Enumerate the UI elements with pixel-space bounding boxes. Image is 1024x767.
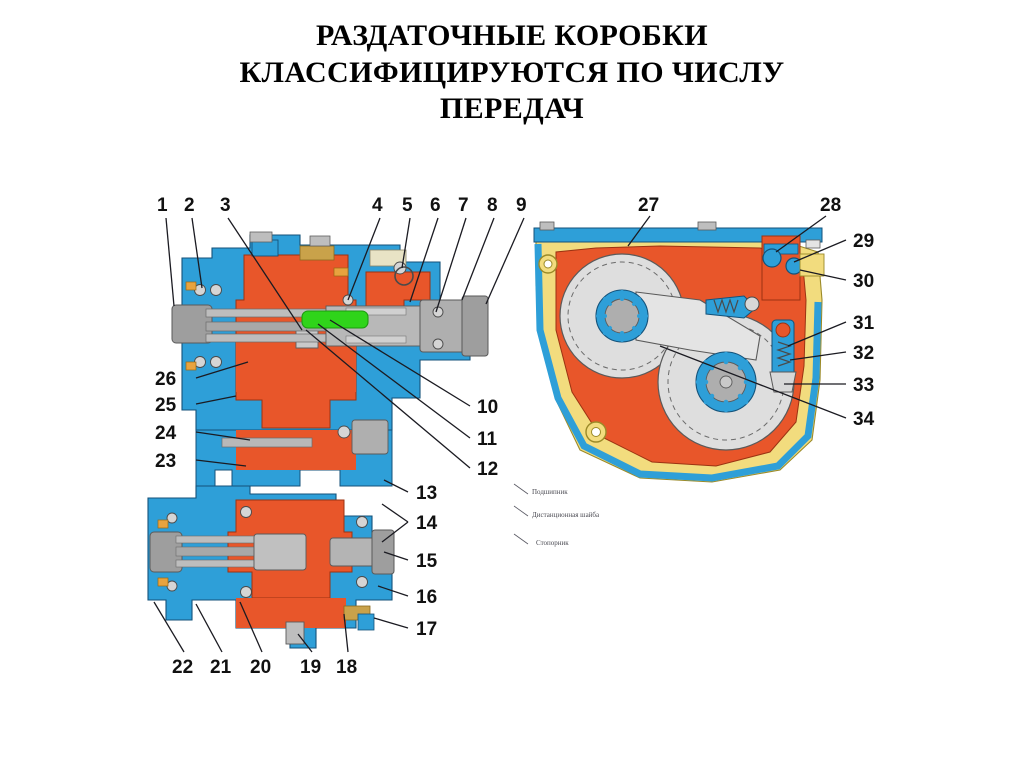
lower-output-flange	[371, 529, 395, 575]
callout-left-3: 3	[220, 195, 231, 216]
callout-right-32: 32	[853, 343, 875, 364]
annotation-retainer: Стопорник	[536, 539, 569, 547]
callout-left-26: 26	[155, 369, 177, 390]
lower-shaft-core	[175, 546, 257, 557]
annotation-leaders	[513, 483, 529, 545]
callout-right-27: 27	[638, 195, 660, 216]
lower-boss	[357, 613, 375, 631]
callout-left-20: 20	[250, 657, 272, 678]
callout-left-19: 19	[300, 657, 322, 678]
shift-cap	[805, 239, 821, 249]
top-bolt-a	[539, 221, 555, 231]
callout-right-29: 29	[853, 231, 875, 252]
left-sectional-assembly	[147, 231, 489, 649]
washer-c	[333, 267, 349, 277]
mid-shaft	[221, 437, 313, 448]
internal-cavity-orange-band	[236, 338, 356, 392]
output-flange-right	[461, 295, 489, 357]
detent-ball-b	[775, 322, 791, 338]
callout-left-15: 15	[416, 551, 438, 572]
spline-hub-lower-bore	[719, 375, 733, 389]
page-title-line-1: РАЗДАТОЧНЫЕ КОРОБКИ	[316, 19, 708, 52]
mount-hole-upper	[543, 259, 553, 269]
case-perimeter-strip	[534, 243, 822, 482]
leader-lines-right	[627, 215, 847, 419]
callout-right-31: 31	[853, 313, 875, 334]
washer-a	[185, 281, 197, 291]
annotation-bearing: Подшипник	[532, 488, 568, 496]
callout-left-25: 25	[155, 395, 177, 416]
callout-left-4: 4	[372, 195, 383, 216]
page-title-line-3: ПЕРЕДАЧ	[439, 92, 585, 126]
gear-web-link	[635, 291, 761, 361]
mid-bearing-housing	[351, 419, 389, 455]
washer-d	[157, 519, 169, 529]
annotation-spacer-washer: Дистанционная шайба	[532, 511, 600, 519]
callout-left-18: 18	[336, 657, 358, 678]
lower-intermediate-shaft	[253, 533, 307, 571]
bearing-group-lower	[166, 506, 368, 598]
callout-right-28: 28	[820, 195, 842, 216]
detent-plunger	[769, 371, 797, 393]
cover-plate-a	[369, 249, 407, 267]
callout-left-7: 7	[458, 195, 469, 216]
washer-e	[157, 577, 169, 587]
page-title: РАЗДАТОЧНЫЕ КОРОБКИ КЛАССИФИЦИРУЮТСЯ ПО …	[120, 18, 904, 128]
callout-left-1: 1	[157, 195, 168, 216]
callout-left-6: 6	[430, 195, 441, 216]
callout-left-16: 16	[416, 587, 438, 608]
drain-plug	[285, 621, 305, 645]
callout-left-11: 11	[477, 429, 498, 450]
callout-left-5: 5	[402, 195, 413, 216]
highlighted-sliding-clutch	[301, 310, 369, 329]
detent-spring-b	[776, 341, 792, 367]
right-gear-train-assembly	[533, 221, 825, 483]
page-title-line-2: КЛАССИФИЦИРУЮТСЯ ПО ЧИСЛУ	[239, 55, 785, 89]
callout-right-33: 33	[853, 375, 875, 396]
input-shaft-lower-spline	[205, 333, 327, 343]
mid-cavity-orange	[236, 430, 356, 470]
callout-left-14: 14	[416, 513, 438, 534]
shift-fork-arm	[705, 295, 757, 319]
top-bolt-b	[697, 221, 717, 231]
callout-left-23: 23	[155, 451, 177, 472]
callout-left-13: 13	[416, 483, 438, 504]
mount-hole-lower	[591, 427, 601, 437]
bolt-head-b	[309, 235, 331, 247]
detent-ball-a	[744, 296, 760, 312]
callout-left-21: 21	[210, 657, 232, 678]
callout-left-10: 10	[477, 397, 499, 418]
callout-left-12: 12	[477, 459, 499, 480]
bearing-group-upper	[194, 261, 444, 368]
callout-right-30: 30	[853, 271, 875, 292]
spline-teeth-upper	[596, 290, 648, 342]
callout-right-34: 34	[853, 409, 875, 430]
bolt-head-a	[249, 231, 273, 243]
washer-b	[185, 361, 197, 371]
callout-left-24: 24	[155, 423, 177, 444]
lower-shaft-spline-lower	[175, 559, 257, 568]
callout-left-22: 22	[172, 657, 194, 678]
callout-left-17: 17	[416, 619, 438, 640]
shift-rod-bore-a	[762, 248, 782, 268]
mid-bearing	[337, 425, 351, 439]
gasket-flange-a	[299, 245, 335, 261]
callout-left-9: 9	[516, 195, 527, 216]
lower-shaft-spline-upper	[175, 535, 257, 544]
case-top-rail	[533, 227, 823, 243]
callout-left-8: 8	[487, 195, 498, 216]
shaft-spline-detail-b	[345, 335, 407, 344]
leader-lines-left	[153, 217, 525, 653]
callout-left-2: 2	[184, 195, 195, 216]
detent-spring	[713, 298, 739, 314]
